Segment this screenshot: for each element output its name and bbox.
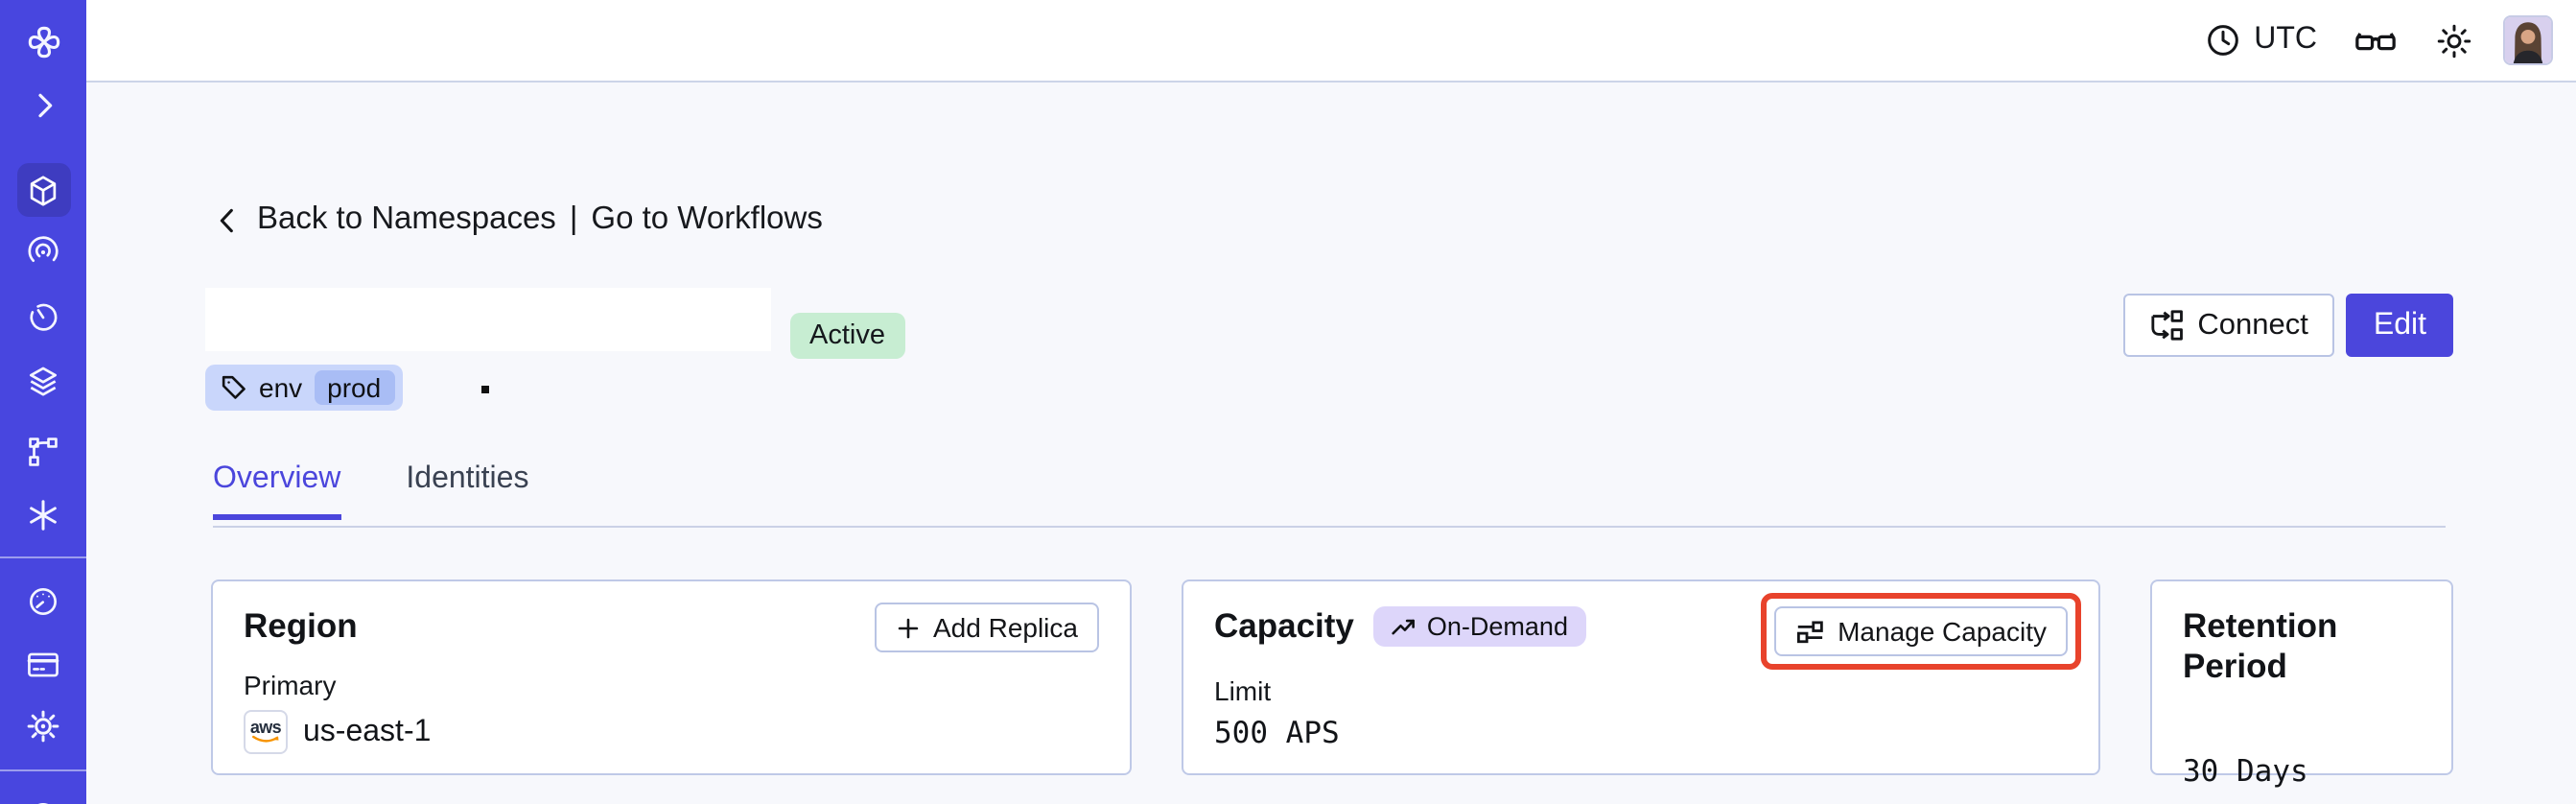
region-card: Region Add Replica Primary aws (211, 579, 1132, 775)
edit-button[interactable]: Edit (2346, 294, 2453, 357)
namespace-name-redacted (205, 288, 771, 351)
timer-icon (25, 298, 61, 335)
chevron-right-icon (28, 90, 59, 121)
tag-value-chip: prod (314, 370, 395, 405)
tag-key: env (259, 372, 303, 403)
sidebar-divider (0, 769, 86, 770)
cube-icon (25, 172, 61, 208)
tab-identities[interactable]: Identities (406, 462, 529, 495)
sidebar-item-usage[interactable] (0, 574, 86, 627)
summary-cards: Region Add Replica Primary aws (211, 579, 2453, 789)
clock-icon (2204, 21, 2242, 59)
chevron-left-icon[interactable] (213, 204, 244, 235)
sidebar-item-billing[interactable] (0, 637, 86, 691)
add-replica-button[interactable]: Add Replica (874, 603, 1099, 652)
globe-icon (25, 797, 61, 804)
sidebar-item-nexus[interactable] (0, 487, 86, 541)
namespace-tag[interactable]: env prod (205, 365, 403, 411)
retention-card-title: Retention Period (2183, 606, 2338, 685)
sidebar-divider (0, 556, 86, 558)
manage-capacity-button[interactable]: Manage Capacity (1774, 606, 2068, 656)
namespace-actions: Connect Edit (2122, 294, 2453, 357)
redaction-artifact-dot (481, 386, 489, 393)
limit-label: Limit (1214, 675, 1272, 706)
sidebar-item-namespaces[interactable] (0, 163, 86, 217)
timezone-button[interactable]: UTC (2204, 21, 2317, 59)
gauge-icon (25, 582, 61, 619)
theme-toggle-button[interactable] (2434, 20, 2474, 60)
capacity-card-title: Capacity (1214, 606, 1354, 645)
sidebar-item-schedules[interactable] (0, 290, 86, 343)
breadcrumb-back-link[interactable]: Back to Namespaces (257, 201, 556, 236)
plus-icon (895, 615, 920, 640)
status-badge: Active (790, 313, 904, 359)
timezone-label: UTC (2254, 23, 2317, 56)
billing-card-icon (25, 646, 61, 682)
breadcrumb: Back to Namespaces | Go to Workflows (213, 201, 823, 238)
sidebar-item-stacks[interactable] (0, 355, 86, 409)
sidebar (0, 0, 86, 804)
temporal-logo-icon (0, 15, 86, 69)
asterisk-icon (25, 496, 61, 532)
tag-icon (221, 374, 247, 401)
region-value-row: aws us-east-1 (244, 710, 1099, 754)
trending-up-icon (1391, 613, 1417, 640)
retention-card: Retention Period 30 Days (2150, 579, 2453, 789)
branch-icon (25, 433, 61, 469)
sun-icon (2434, 20, 2474, 60)
layers-icon (25, 364, 61, 400)
on-demand-badge: On-Demand (1372, 606, 1585, 647)
gear-icon (25, 708, 61, 745)
user-avatar[interactable] (2503, 15, 2553, 65)
spiral-icon (25, 234, 61, 271)
region-card-title: Region (244, 606, 358, 645)
region-value: us-east-1 (303, 715, 432, 747)
on-demand-label: On-Demand (1426, 612, 1568, 641)
sidebar-item-settings[interactable] (0, 699, 86, 753)
sidebar-item-deployments[interactable] (0, 424, 86, 478)
labs-toggle-button[interactable] (2354, 18, 2398, 62)
glasses-icon (2354, 18, 2398, 62)
sidebar-item-support[interactable] (0, 789, 86, 804)
aws-logo-icon: aws (244, 710, 288, 754)
sidebar-item-workflows[interactable] (0, 225, 86, 279)
edit-button-label: Edit (2373, 308, 2426, 341)
manage-capacity-label: Manage Capacity (1838, 616, 2047, 647)
tab-overview[interactable]: Overview (213, 462, 341, 520)
capacity-value: 500 APS (1214, 716, 1340, 750)
primary-label: Primary (244, 670, 337, 700)
top-bar: UTC (86, 0, 2576, 83)
breadcrumb-separator: | (569, 201, 578, 236)
connect-button-label: Connect (2197, 308, 2308, 341)
tab-divider (213, 525, 2446, 527)
retention-value: 30 Days (2183, 754, 2308, 789)
add-replica-label: Add Replica (933, 612, 1078, 643)
connect-flow-icon (2149, 309, 2183, 342)
annotation-highlight-box: Manage Capacity (1761, 593, 2081, 670)
breadcrumb-workflows-link[interactable]: Go to Workflows (591, 201, 823, 236)
main-content: Back to Namespaces | Go to Workflows Act… (86, 84, 2576, 804)
capacity-card: Capacity On-Demand (1182, 579, 2100, 775)
sliders-icon (1795, 617, 1824, 646)
tab-bar: Overview Identities (213, 462, 528, 520)
connect-button[interactable]: Connect (2122, 294, 2335, 357)
sidebar-expand-button[interactable] (0, 79, 86, 132)
